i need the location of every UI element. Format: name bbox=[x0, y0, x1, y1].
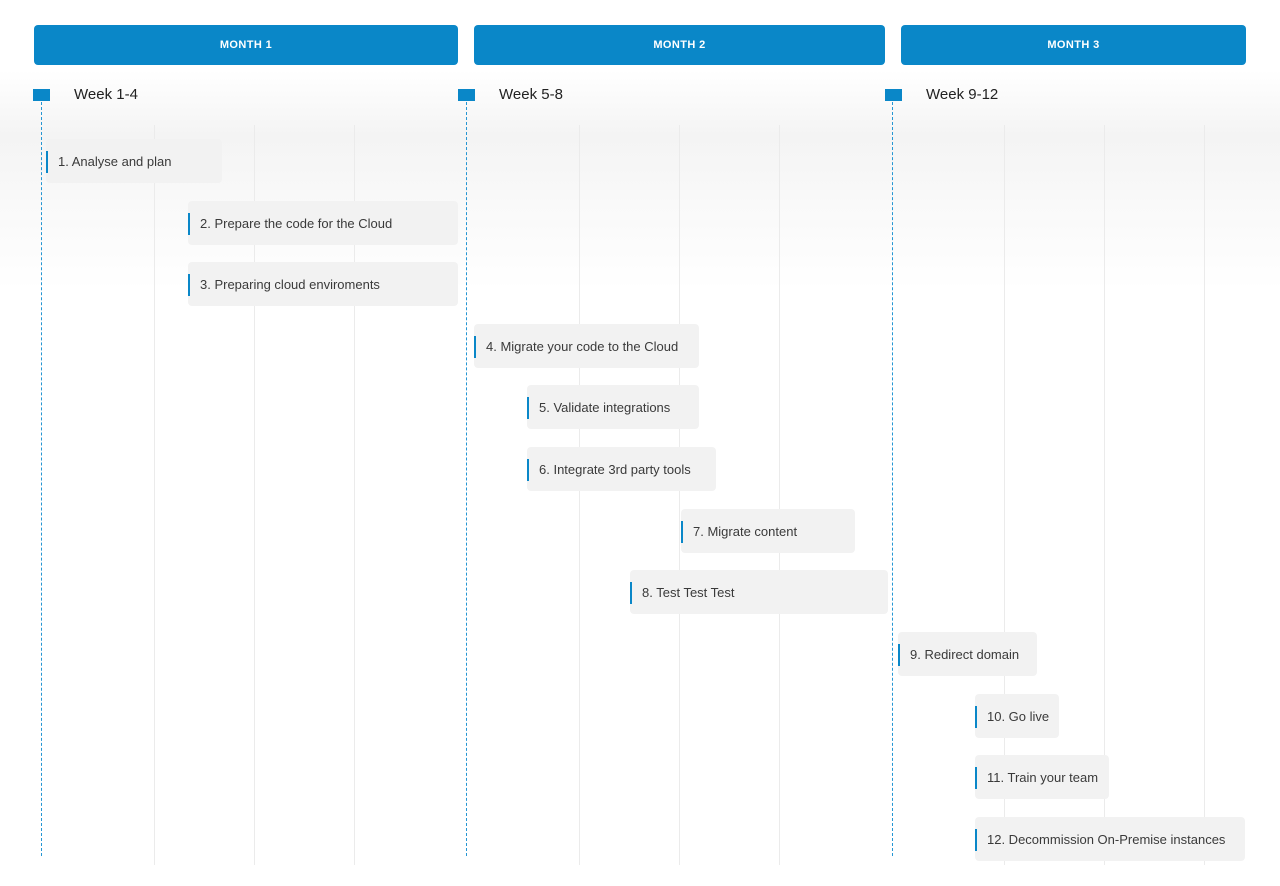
month-3-dashed-line bbox=[892, 102, 893, 856]
task-migrate-code-to-cloud[interactable]: 4. Migrate your code to the Cloud bbox=[474, 324, 699, 368]
week-grid-line bbox=[679, 125, 680, 865]
task-accent-bar bbox=[188, 213, 190, 235]
task-label: 9. Redirect domain bbox=[910, 646, 1020, 662]
month-1-dashed-line bbox=[41, 102, 42, 856]
task-label: 12. Decommission On-Premise instances bbox=[987, 831, 1226, 847]
task-decommission-on-premise[interactable]: 12. Decommission On-Premise instances bbox=[975, 817, 1245, 861]
month-1-header: MONTH 1 bbox=[34, 25, 458, 65]
task-label: 4. Migrate your code to the Cloud bbox=[486, 338, 679, 354]
task-accent-bar bbox=[898, 644, 900, 666]
task-label: 10. Go live bbox=[987, 708, 1050, 724]
task-accent-bar bbox=[46, 151, 48, 173]
task-accent-bar bbox=[527, 397, 529, 419]
week-9-12-label: Week 9-12 bbox=[926, 86, 999, 103]
task-label: 2. Prepare the code for the Cloud bbox=[200, 215, 393, 231]
week-grid-line bbox=[354, 125, 355, 865]
task-preparing-cloud-environments[interactable]: 3. Preparing cloud enviroments bbox=[188, 262, 458, 306]
task-accent-bar bbox=[474, 336, 476, 358]
task-test[interactable]: 8. Test Test Test bbox=[630, 570, 888, 614]
task-accent-bar bbox=[630, 582, 632, 604]
week-5-8-marker bbox=[458, 89, 475, 101]
task-label: 5. Validate integrations bbox=[539, 399, 671, 415]
task-validate-integrations[interactable]: 5. Validate integrations bbox=[527, 385, 699, 429]
task-redirect-domain[interactable]: 9. Redirect domain bbox=[898, 632, 1037, 676]
month-2-dashed-line bbox=[466, 102, 467, 856]
week-grid-line bbox=[254, 125, 255, 865]
task-train-your-team[interactable]: 11. Train your team bbox=[975, 755, 1109, 799]
week-grid-line bbox=[154, 125, 155, 865]
month-3-header: MONTH 3 bbox=[901, 25, 1246, 65]
month-2-header: MONTH 2 bbox=[474, 25, 885, 65]
week-5-8-label: Week 5-8 bbox=[499, 86, 563, 103]
task-label: 8. Test Test Test bbox=[642, 584, 735, 600]
week-9-12-marker bbox=[885, 89, 902, 101]
task-label: 11. Train your team bbox=[987, 769, 1099, 785]
week-1-4-marker bbox=[33, 89, 50, 101]
task-accent-bar bbox=[188, 274, 190, 296]
task-label: 6. Integrate 3rd party tools bbox=[539, 461, 691, 477]
task-analyse-and-plan[interactable]: 1. Analyse and plan bbox=[46, 139, 222, 183]
task-integrate-3rd-party-tools[interactable]: 6. Integrate 3rd party tools bbox=[527, 447, 716, 491]
week-grid-line bbox=[779, 125, 780, 865]
task-accent-bar bbox=[975, 767, 977, 789]
task-accent-bar bbox=[527, 459, 529, 481]
task-accent-bar bbox=[681, 521, 683, 543]
week-grid-line bbox=[1004, 125, 1005, 865]
task-go-live[interactable]: 10. Go live bbox=[975, 694, 1059, 738]
task-accent-bar bbox=[975, 829, 977, 851]
week-1-4-label: Week 1-4 bbox=[74, 86, 138, 103]
task-migrate-content[interactable]: 7. Migrate content bbox=[681, 509, 855, 553]
task-accent-bar bbox=[975, 706, 977, 728]
task-label: 3. Preparing cloud enviroments bbox=[200, 276, 380, 292]
week-grid-line bbox=[579, 125, 580, 865]
week-grid-line bbox=[1204, 125, 1205, 865]
week-grid-line bbox=[1104, 125, 1105, 865]
task-label: 1. Analyse and plan bbox=[58, 153, 172, 169]
task-prepare-code-for-cloud[interactable]: 2. Prepare the code for the Cloud bbox=[188, 201, 458, 245]
task-label: 7. Migrate content bbox=[693, 523, 798, 539]
